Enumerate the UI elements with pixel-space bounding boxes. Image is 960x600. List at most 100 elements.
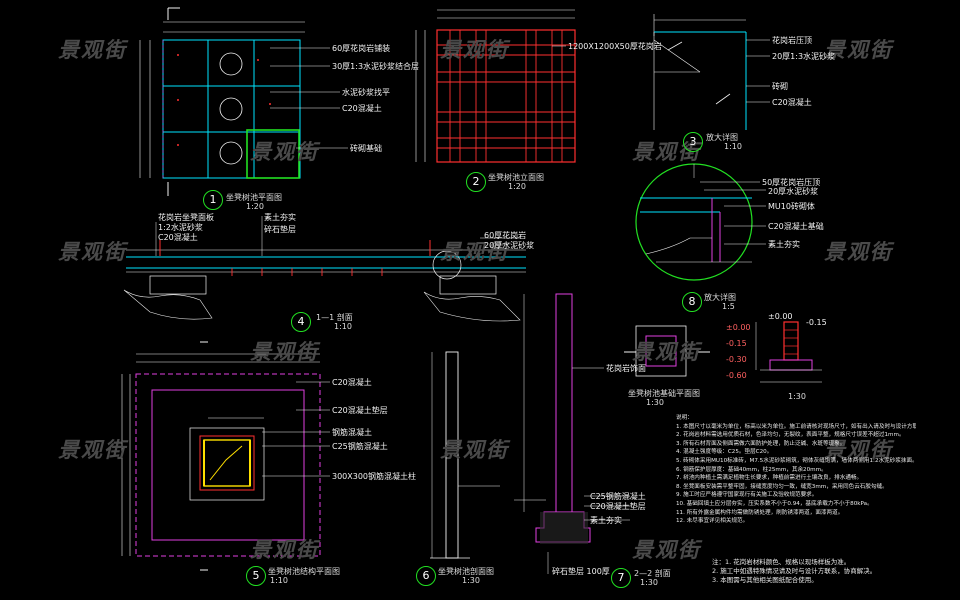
detail-2-number: 2 <box>466 172 486 192</box>
watermark-text: 景观街 <box>440 240 509 264</box>
watermark-text: 景观街 <box>824 240 893 264</box>
detail-4-title: 1—1 剖面 <box>316 313 353 322</box>
d4-note-5: 碎石垫层 <box>264 225 296 234</box>
note-line: 10. 基础回填土应分层夯实，压实系数不小于0.94，基底承载力不小于80kPa… <box>676 500 873 507</box>
watermark-text: 景观街 <box>824 438 893 462</box>
detail-3-enlarge <box>653 14 770 130</box>
d5-note-5: 300X300钢筋混凝土柱 <box>332 472 417 481</box>
watermark-text: 景观街 <box>250 538 319 562</box>
d4-note-3: C20混凝土 <box>158 233 198 242</box>
d4-note-4: 素土夯实 <box>264 213 296 222</box>
d1-note-1: 60厚花岗岩铺装 <box>332 44 391 53</box>
general-notes: 说明： 1. 本图尺寸以毫米为单位，标高以米为单位。施工前请核对现场尺寸，如有出… <box>676 414 916 526</box>
note-line: 7. 树池内种植土需满足植物生长要求，种植前需进行土壤改良，排水通畅。 <box>676 475 863 482</box>
d4-note-1: 花岗岩坐凳面板 <box>158 213 214 222</box>
detail-6-section <box>430 351 500 559</box>
d4-right-2: 20厚水泥砂浆 <box>484 241 535 250</box>
d1-note-4: C20混凝土 <box>342 104 382 113</box>
detail-4-section <box>123 216 526 322</box>
detail-6-number: 6 <box>416 566 436 586</box>
detail-6-scale: 1:30 <box>462 576 480 585</box>
d7-note-2: C25钢筋混凝土 <box>590 492 646 501</box>
detail-8-enlarge <box>635 163 766 281</box>
detail-8-number: 8 <box>682 292 702 312</box>
note-line: 2. 花岗岩材料需选用优质石材，色泽均匀，无裂纹，表面平整，规格尺寸误差不超过1… <box>676 432 905 439</box>
watermark-text: 景观街 <box>58 438 127 462</box>
d7-note-5: 碎石垫层 100厚 <box>552 567 610 576</box>
watermark-text: 景观街 <box>58 38 127 62</box>
d3-note-3: 砖砌 <box>772 82 788 91</box>
watermark-text: 景观街 <box>632 340 701 364</box>
bottom-notes: 注：1. 花岗岩材料颜色、规格以现场样板为准。 2. 施工中如遇特殊情况请及时与… <box>712 558 876 585</box>
d4-right-1: 60厚花岗岩 <box>484 231 527 240</box>
d1-note-2: 30厚1:3水泥砂浆结合层 <box>332 62 420 71</box>
d9-side-1: ±0.00 <box>726 323 751 332</box>
d9-side-2: -0.15 <box>726 339 747 348</box>
detail-9-foundation <box>624 321 822 383</box>
watermark-text: 景观街 <box>250 340 319 364</box>
d8-note-1: 50厚花岗岩压顶 <box>762 178 821 187</box>
detail-3-scale: 1:10 <box>724 142 742 151</box>
note-line: 12. 未尽事宜详见相关规范。 <box>676 518 749 525</box>
d9-top-2: -0.15 <box>806 318 827 327</box>
detail-1-title: 坐凳树池平面图 <box>226 193 282 202</box>
detail-5-title: 坐凳树池结构平面图 <box>268 567 340 576</box>
d1-note-3: 水泥砂浆找平 <box>342 88 390 97</box>
d8-note-3: MU10砖砌体 <box>768 202 815 211</box>
detail-2-elevation <box>415 9 576 163</box>
note-line: 6. 钢筋保护层厚度：基础40mm，柱25mm，其余20mm。 <box>676 466 827 473</box>
watermark-text: 景观街 <box>440 38 509 62</box>
d7-note-3: C20混凝土垫层 <box>590 502 646 511</box>
detail-5-scale: 1:10 <box>270 576 288 585</box>
d7-note-1: 花岗岩饰面 <box>606 364 646 373</box>
detail-8-scale: 1:5 <box>722 302 735 311</box>
d8-note-5: 素土夯实 <box>768 240 800 249</box>
d1-note-5: 砖砌基础 <box>350 144 382 153</box>
d5-note-2: C20混凝土垫层 <box>332 406 388 415</box>
d3-note-4: C20混凝土 <box>772 98 812 107</box>
bottom-note-line: 注：1. 花岗岩材料颜色、规格以现场样板为准。 <box>712 558 851 566</box>
d5-note-1: C20混凝土 <box>332 378 372 387</box>
watermark-text: 景观街 <box>250 140 319 164</box>
detail-3-number: 3 <box>683 132 703 152</box>
detail-1-plan <box>139 7 348 196</box>
detail-4-scale: 1:10 <box>334 322 352 331</box>
d9-side-4: -0.60 <box>726 371 747 380</box>
d9-top-1: ±0.00 <box>768 312 793 321</box>
detail-8-title: 放大详图 <box>704 293 736 302</box>
watermark-text: 景观街 <box>632 538 701 562</box>
detail-1-scale: 1:20 <box>246 202 264 211</box>
note-line: 8. 坐凳面板安装需平整牢固，接缝宽度均匀一致，缝宽3mm，采用同色云石胶勾缝。 <box>676 483 888 490</box>
note-line: 4. 混凝土强度等级：C25。垫层C20。 <box>676 449 773 456</box>
watermark-text: 景观街 <box>824 38 893 62</box>
d8-note-2: 20厚水泥砂浆 <box>768 187 819 196</box>
detail-7-title: 2—2 剖面 <box>634 569 671 578</box>
detail-2-title: 坐凳树池立面图 <box>488 173 544 182</box>
d3-note-1: 花岗岩压顶 <box>772 36 812 45</box>
d9-side-3: -0.30 <box>726 355 747 364</box>
detail-9-scale: 1:30 <box>646 398 664 407</box>
detail-5-number: 5 <box>246 566 266 586</box>
bottom-note-line: 3. 本图需与其他相关图纸配合使用。 <box>712 576 818 584</box>
detail-9-scale-2: 1:30 <box>788 392 806 401</box>
notes-title: 说明： <box>676 415 693 421</box>
d5-note-4: C25钢筋混凝土 <box>332 442 388 451</box>
watermark-text: 景观街 <box>58 240 127 264</box>
note-line: 1. 本图尺寸以毫米为单位，标高以米为单位。施工前请核对现场尺寸，如有出入请及时… <box>676 423 916 430</box>
detail-4-number: 4 <box>291 312 311 332</box>
d2-note: 1200X1200X50厚花岗岩 <box>568 42 662 51</box>
watermark-text: 景观街 <box>440 438 509 462</box>
detail-7-section <box>514 293 630 574</box>
d3-note-2: 20厚1:3水泥砂浆 <box>772 52 836 61</box>
d8-note-4: C20混凝土基础 <box>768 222 824 231</box>
d5-note-3: 钢筋混凝土 <box>332 428 372 437</box>
detail-5-structure <box>121 341 330 571</box>
detail-6-title: 坐凳树池剖面图 <box>438 567 494 576</box>
d7-note-4: 素土夯实 <box>590 516 622 525</box>
note-line: 11. 所有外露金属构件均需做防锈处理，刷防锈漆两道，面漆两道。 <box>676 509 844 516</box>
bottom-note-line: 2. 施工中如遇特殊情况请及时与设计方联系，协商解决。 <box>712 567 877 575</box>
note-line: 3. 所有石材背面及侧面需做六面防护处理，防止泛碱、水斑等现象。 <box>676 440 846 447</box>
detail-1-number: 1 <box>203 190 223 210</box>
note-line: 9. 施工时应严格遵守国家现行有关施工及验收规范要求。 <box>676 492 818 499</box>
